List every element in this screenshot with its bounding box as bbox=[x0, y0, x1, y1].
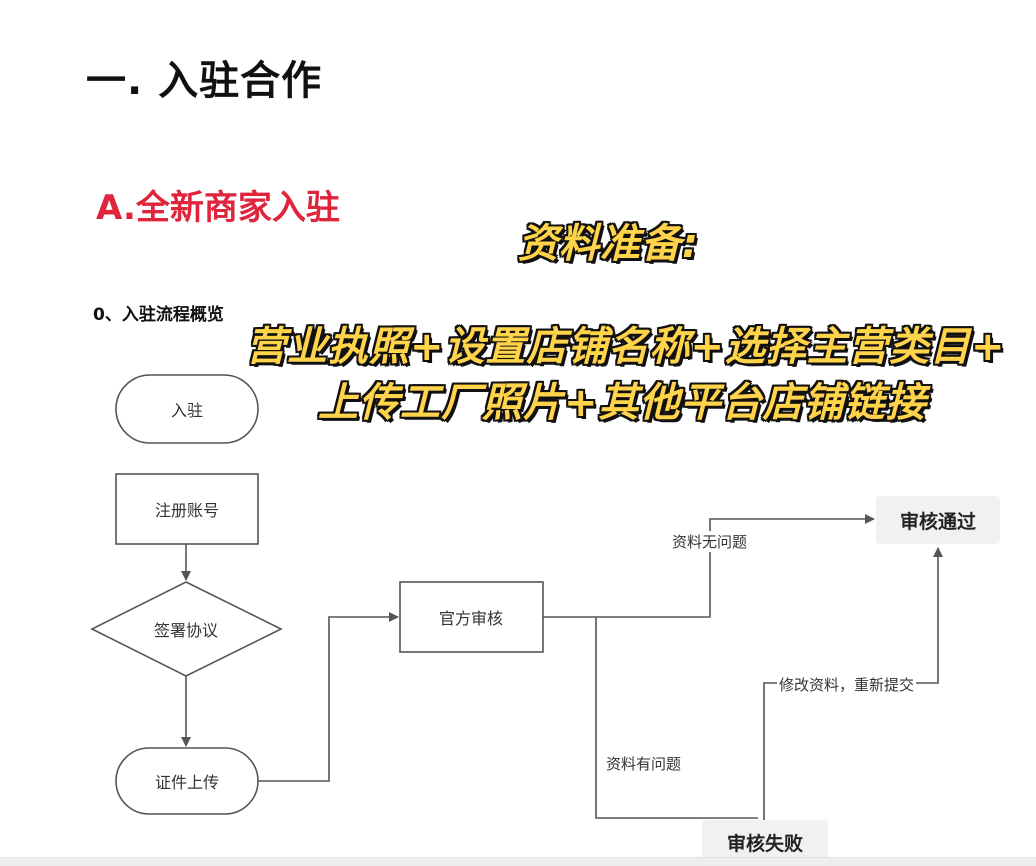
edge-review-has-issue bbox=[595, 617, 758, 819]
edge-review-no-issue bbox=[543, 514, 875, 618]
overview-label: 0、入驻流程概览 bbox=[93, 305, 224, 325]
node-review-shape bbox=[399, 581, 544, 653]
overlay-line-2: 上传工厂照片+其他平台店铺链接 bbox=[318, 380, 927, 426]
overlay-heading: 资料准备: bbox=[518, 221, 699, 267]
node-failed-label: 审核失败 bbox=[726, 833, 803, 855]
section-subtitle: A.全新商家入驻 bbox=[96, 188, 340, 228]
node-register-label: 注册账号 bbox=[154, 501, 220, 520]
node-approved: 审核通过 bbox=[876, 496, 1000, 544]
bottom-edge-bar bbox=[0, 857, 1036, 866]
edge-label-has-issue: 资料有问题 bbox=[604, 753, 684, 774]
page-title: 一. 入驻合作 bbox=[86, 58, 323, 104]
edge-label-resubmit: 修改资料，重新提交 bbox=[777, 674, 917, 695]
edge-upload-to-review bbox=[258, 612, 399, 782]
node-start-label: 入驻 bbox=[170, 401, 204, 420]
node-agreement-label: 签署协议 bbox=[153, 621, 219, 640]
node-register-shape bbox=[115, 473, 259, 545]
overlay-line-1: 营业执照+设置店铺名称+选择主营类目+ bbox=[246, 324, 1006, 370]
node-review-label: 官方审核 bbox=[438, 609, 504, 628]
node-approved-label: 审核通过 bbox=[899, 510, 976, 533]
edge-label-no-issue: 资料无问题 bbox=[670, 531, 750, 552]
node-upload-label: 证件上传 bbox=[154, 773, 220, 792]
node-start-shape bbox=[115, 374, 259, 444]
